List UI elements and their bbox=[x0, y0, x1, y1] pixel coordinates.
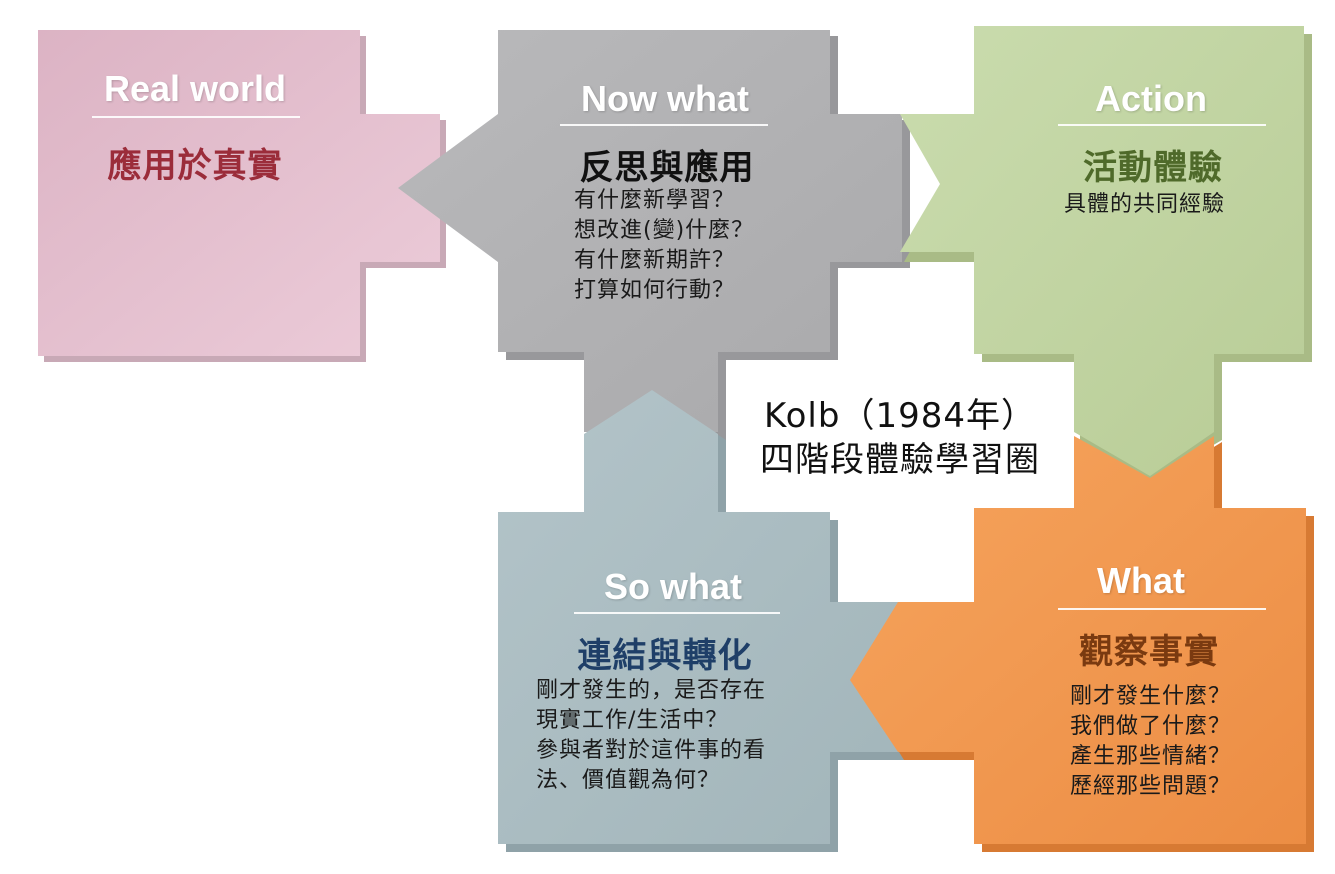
center-panel bbox=[732, 366, 1070, 506]
what-question: 剛才發生什麼？ bbox=[1070, 684, 1232, 709]
action-shape bbox=[900, 26, 1312, 482]
center-title: Kolb（1984年） 四階段體驗學習圈 bbox=[740, 394, 1060, 482]
what-question: 我們做了什麼？ bbox=[1070, 714, 1232, 739]
what-heading: What bbox=[1097, 560, 1185, 601]
so-what-shape bbox=[498, 390, 904, 852]
now-what-shape bbox=[398, 30, 910, 440]
so-what-question: 參與者對於這件事的看 bbox=[536, 738, 767, 763]
now-what-question: 有什麼新學習？ bbox=[574, 188, 736, 213]
what-question: 歷經那些問題？ bbox=[1070, 774, 1232, 799]
now-what-questions: 有什麼新學習？ 想改進(變)什麼？ 有什麼新期許？ 打算如何行動？ bbox=[574, 186, 754, 306]
action-rule bbox=[1058, 124, 1266, 126]
what-question: 產生那些情緒？ bbox=[1070, 744, 1232, 769]
real-world-heading: Real world bbox=[103, 68, 287, 109]
now-what-heading: Now what bbox=[581, 78, 749, 119]
center-title-line1: Kolb（1984年） bbox=[764, 396, 1036, 436]
center-title-line2: 四階段體驗學習圈 bbox=[760, 440, 1040, 480]
what-shape bbox=[850, 436, 1314, 852]
so-what-question: 現實工作/生活中？ bbox=[536, 708, 729, 733]
what-rule bbox=[1058, 608, 1266, 610]
so-what-heading: So what bbox=[603, 566, 742, 607]
so-what-question: 法、價值觀為何？ bbox=[536, 768, 721, 793]
real-world-subtitle: 應用於真實 bbox=[107, 146, 283, 186]
now-what-question: 想改進(變)什麼？ bbox=[574, 218, 755, 243]
what-subtitle: 觀察事實 bbox=[1079, 632, 1219, 672]
now-what-rule bbox=[560, 124, 768, 126]
so-what-subtitle: 連結與轉化 bbox=[577, 636, 753, 676]
now-what-question: 有什麼新期許？ bbox=[574, 248, 736, 273]
action-subtitle: 活動體驗 bbox=[1083, 148, 1223, 188]
so-what-questions: 剛才發生的，是否存在 現實工作/生活中？ 參與者對於這件事的看 法、價值觀為何？ bbox=[536, 676, 766, 796]
so-what-rule bbox=[574, 612, 780, 614]
action-heading: Action bbox=[1095, 78, 1207, 119]
action-description-line: 具體的共同經驗 bbox=[1064, 192, 1226, 217]
so-what-question: 剛才發生的，是否存在 bbox=[536, 678, 767, 703]
now-what-question: 打算如何行動？ bbox=[574, 278, 736, 303]
what-questions: 剛才發生什麼？ 我們做了什麼？ 產生那些情緒？ 歷經那些問題？ bbox=[1070, 682, 1231, 802]
now-what-subtitle: 反思與應用 bbox=[579, 148, 755, 188]
action-description: 具體的共同經驗 bbox=[1064, 190, 1225, 220]
real-world-rule bbox=[92, 116, 300, 118]
